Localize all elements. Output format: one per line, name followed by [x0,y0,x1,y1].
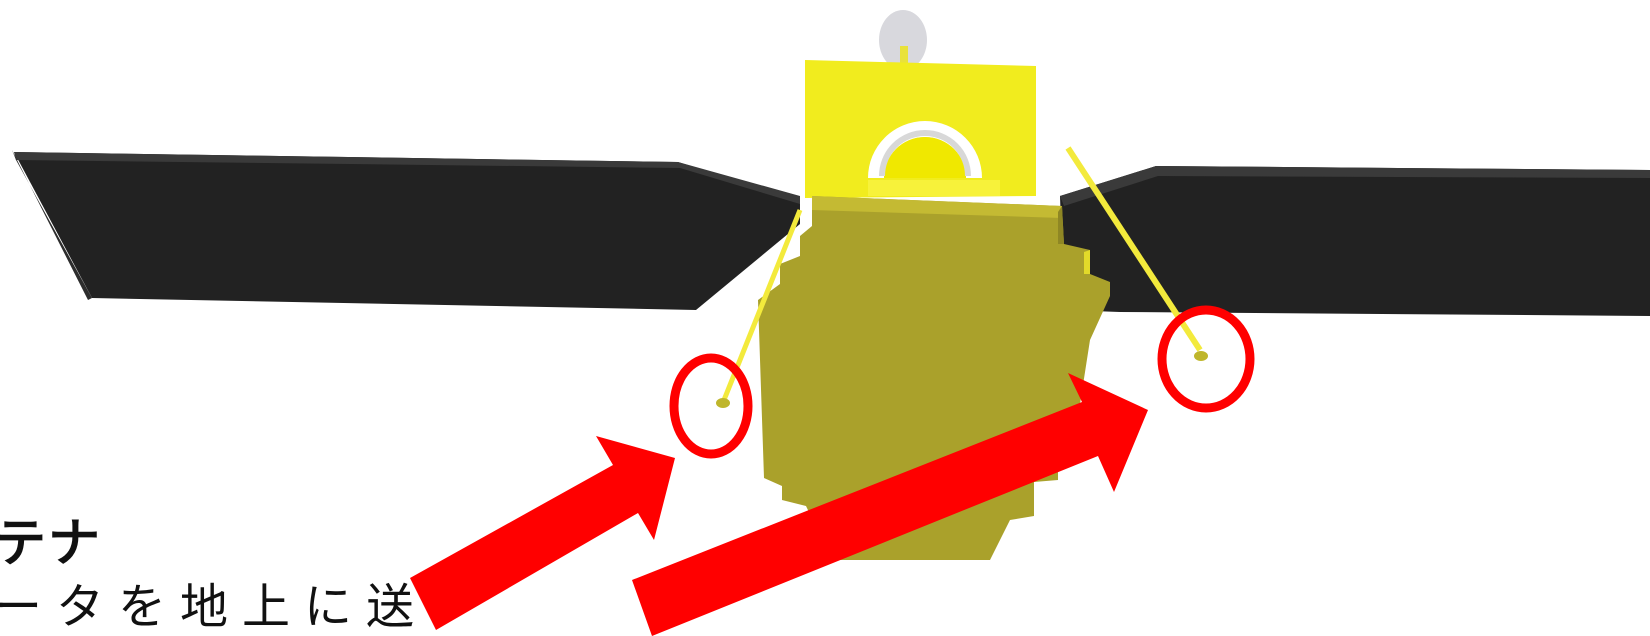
left-arrow [410,436,675,630]
satellite-upper-body [805,60,1036,198]
left-solar-panel [12,150,800,310]
right-antenna-highlight [1157,305,1255,413]
top-dish-antenna [879,10,927,70]
caption-title: テナ [0,514,103,574]
pointer-arrows [410,373,1148,636]
highlight-circles [669,305,1255,459]
left-antenna-highlight [669,353,753,459]
right-arrow [632,373,1148,636]
right-solar-panel [1060,166,1650,316]
caption-body: ータを地上に送 [0,579,429,635]
